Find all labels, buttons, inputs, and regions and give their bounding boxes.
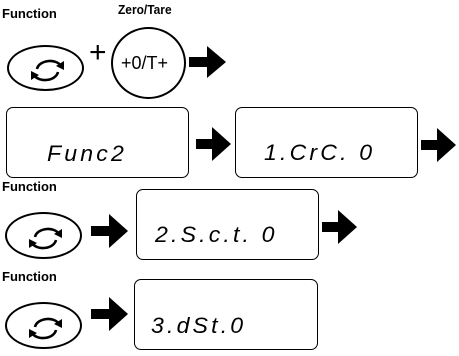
right-arrow-icon bbox=[322, 210, 357, 244]
right-arrow-icon bbox=[189, 46, 226, 78]
function-cycle-icon bbox=[29, 227, 62, 250]
function-label: Function bbox=[2, 6, 57, 21]
display-sct-text: 2.S.c.t. 0 bbox=[155, 222, 278, 247]
zero-tare-label: Zero/Tare bbox=[118, 2, 172, 17]
right-arrow-icon bbox=[91, 214, 128, 248]
function-cycle-icon bbox=[31, 59, 64, 82]
display-dst-text: 3.dSt.0 bbox=[151, 313, 247, 338]
function-cycle-icon bbox=[29, 317, 62, 340]
display-func2: Func2 bbox=[6, 107, 189, 178]
display-crc: 1.CrC. 0 bbox=[235, 107, 418, 178]
display-crc-text: 1.CrC. 0 bbox=[264, 140, 376, 165]
zero-tare-button-label: +0/T+ bbox=[121, 53, 169, 73]
right-arrow-icon bbox=[196, 127, 231, 161]
zero-tare-button[interactable]: +0/T+ bbox=[111, 27, 186, 99]
right-arrow-icon bbox=[91, 297, 128, 331]
right-arrow-icon bbox=[421, 128, 456, 162]
function-label: Function bbox=[2, 179, 57, 194]
display-sct: 2.S.c.t. 0 bbox=[136, 189, 319, 260]
function-button[interactable] bbox=[5, 212, 82, 259]
display-dst: 3.dSt.0 bbox=[134, 279, 318, 350]
display-func2-text: Func2 bbox=[47, 141, 127, 166]
function-button[interactable] bbox=[5, 302, 82, 349]
function-label: Function bbox=[2, 269, 57, 284]
function-button[interactable] bbox=[7, 45, 84, 91]
plus-sign: + bbox=[89, 36, 107, 69]
